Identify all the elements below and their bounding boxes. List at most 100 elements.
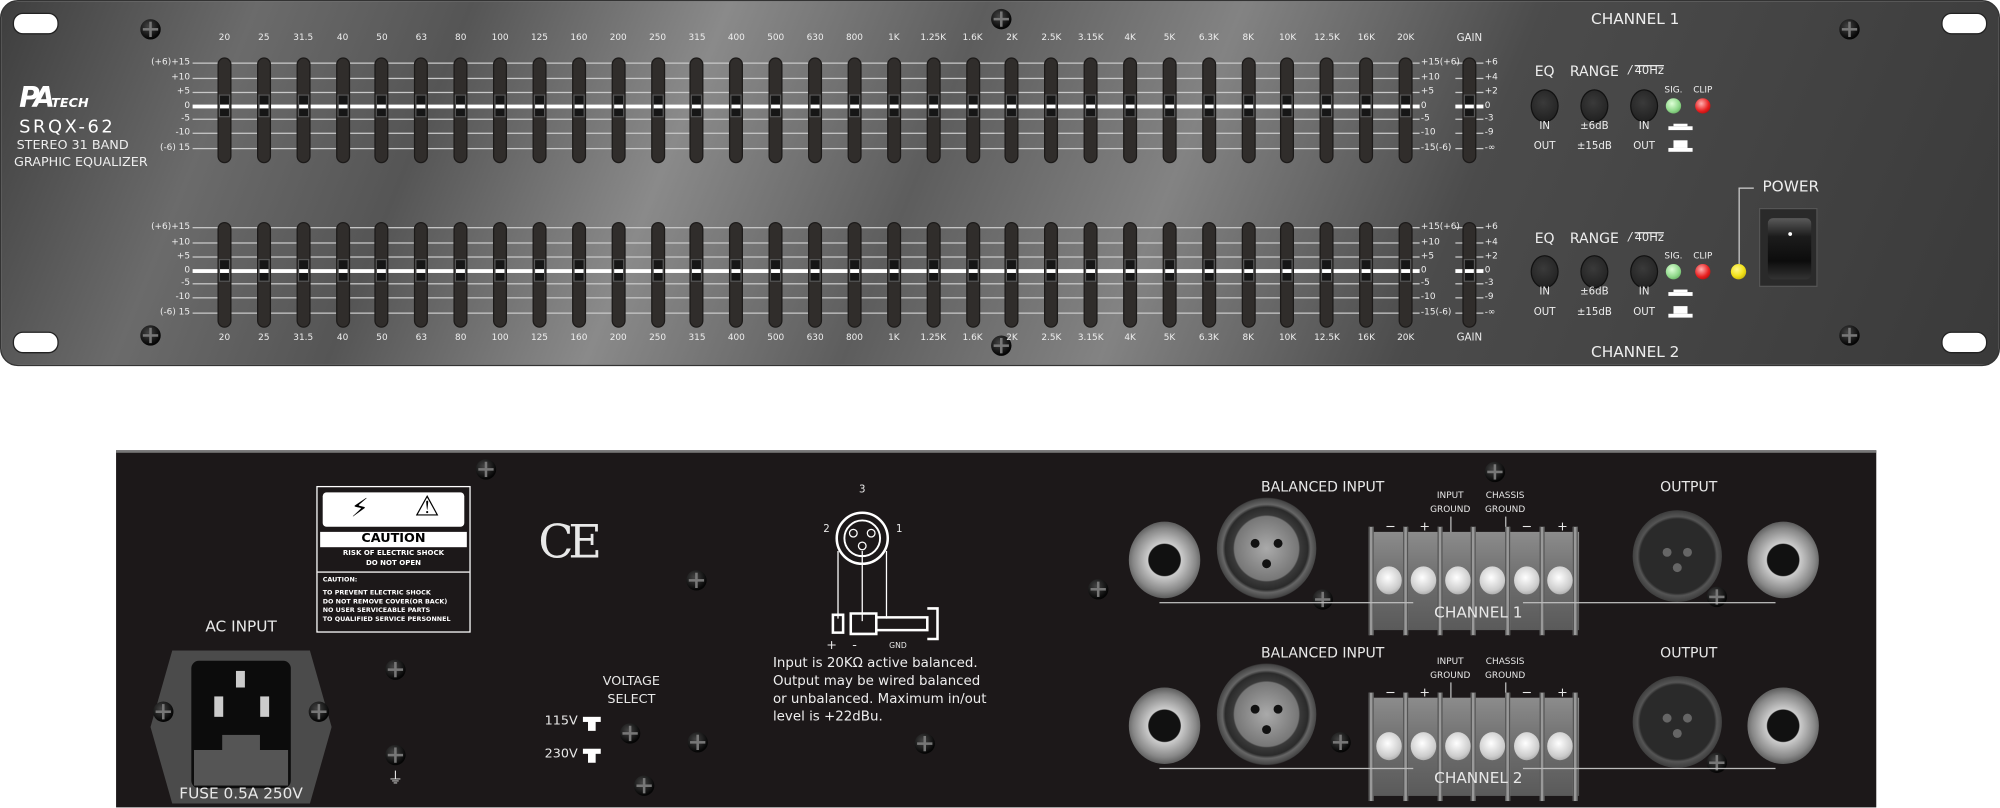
terminal-screw[interactable] [1376,566,1402,595]
fader-knob-16K[interactable] [1360,258,1373,282]
fader-knob-100[interactable] [494,94,506,118]
eq-in-out-button[interactable] [1530,89,1559,123]
fader-knob-16K[interactable] [1360,94,1373,118]
xlr-output-socket[interactable] [1632,510,1722,603]
fader-knob-200[interactable] [612,258,624,282]
range-button[interactable] [1580,89,1609,123]
fader-knob-10K[interactable] [1281,258,1294,282]
gain-fader-knob[interactable] [1463,258,1476,282]
xlr-output-socket[interactable] [1632,676,1722,768]
terminal-screw[interactable] [1376,732,1402,761]
eq-in-out-button[interactable] [1530,255,1559,289]
fader-knob-6.3K[interactable] [1203,94,1215,118]
fader-knob-20[interactable] [218,258,231,282]
fader-knob-25[interactable] [258,258,270,282]
fader-knob-5K[interactable] [1163,94,1176,118]
terminal-screw[interactable] [1410,566,1437,595]
fader-knob-63[interactable] [415,94,428,118]
fader-knob-31.5[interactable] [297,258,309,282]
fader-knob-80[interactable] [454,258,467,282]
fader-knob-1K[interactable] [888,258,900,282]
fader-knob-630[interactable] [809,258,821,282]
fader-knob-125[interactable] [533,94,546,118]
fader-knob-50[interactable] [376,94,388,118]
gain-fader-knob[interactable] [1463,94,1476,118]
iec-socket[interactable] [191,660,291,789]
fader-knob-6.3K[interactable] [1203,258,1215,282]
fader-knob-20[interactable] [218,94,231,118]
fader-knob-250[interactable] [651,258,664,282]
fader-knob-160[interactable] [573,94,585,118]
terminal-screw[interactable] [1514,732,1540,761]
terminal-screw[interactable] [1410,732,1437,761]
fader-knob-10K[interactable] [1281,94,1294,118]
fader-knob-315[interactable] [691,94,703,118]
terminal-screw[interactable] [1445,732,1471,761]
fader-knob-5K[interactable] [1163,258,1176,282]
fader-knob-100[interactable] [494,258,506,282]
fader-knob-4K[interactable] [1124,94,1136,118]
fader-knob-125[interactable] [533,258,546,282]
terminal-screw[interactable] [1547,732,1573,761]
fader-knob-3.15K[interactable] [1084,258,1097,282]
fader-knob-20K[interactable] [1399,94,1412,118]
fader-knob-12.5K[interactable] [1321,94,1333,118]
range-button[interactable] [1580,255,1609,289]
fader-knob-400[interactable] [730,94,743,118]
fader-knob-3.15K[interactable] [1084,94,1097,118]
fader-knob-80[interactable] [454,94,467,118]
voltage-switch-115[interactable] [582,716,601,722]
fader-knob-1K[interactable] [888,94,900,118]
fader-knob-400[interactable] [730,258,743,282]
terminal-screw[interactable] [1514,566,1540,595]
highpass-40hz-button[interactable] [1630,255,1659,289]
xlr-input-socket[interactable] [1216,497,1317,600]
fader-knob-40[interactable] [336,258,349,282]
fader-knob-1.25K[interactable] [927,94,939,118]
fader-knob-8K[interactable] [1242,94,1254,118]
fader-knob-630[interactable] [809,94,821,118]
terminal-screw[interactable] [1445,566,1471,595]
fader-knob-800[interactable] [848,258,861,282]
voltage-switch-230[interactable] [582,748,601,754]
fader-knob-2K[interactable] [1006,258,1018,282]
fader-knob-63[interactable] [415,258,428,282]
power-rocker[interactable] [1767,218,1812,280]
fader-knob-250[interactable] [651,94,664,118]
fader-knob-20K[interactable] [1399,258,1412,282]
fader-knob-4K[interactable] [1124,258,1136,282]
fader-knob-315[interactable] [691,258,703,282]
output-jack-socket[interactable] [1747,687,1819,765]
fader-knob-1.25K[interactable] [927,258,939,282]
xlr-input-socket[interactable] [1216,663,1317,766]
input-jack-socket[interactable] [1128,687,1201,765]
fuse-drawer[interactable] [193,734,289,786]
terminal-strip[interactable] [1368,526,1580,636]
highpass-40hz-button[interactable] [1630,89,1659,123]
rear-panel: ⚡ ⚠ CAUTION RISK OF ELECTRIC SHOCK DO NO… [116,450,1877,808]
terminal-screw[interactable] [1479,566,1506,595]
power-switch[interactable] [1758,207,1818,287]
fader-knob-8K[interactable] [1242,258,1254,282]
fader-knob-12.5K[interactable] [1321,258,1333,282]
fader-knob-1.6K[interactable] [966,94,979,118]
terminal-screw[interactable] [1547,566,1573,595]
fader-knob-200[interactable] [612,94,624,118]
fader-knob-25[interactable] [258,94,270,118]
fader-knob-2K[interactable] [1006,94,1018,118]
fader-knob-2.5K[interactable] [1045,258,1058,282]
fader-knob-50[interactable] [376,258,388,282]
fader-knob-800[interactable] [848,94,861,118]
fader-knob-40[interactable] [336,94,349,118]
fader-knob-160[interactable] [573,258,585,282]
output-jack-socket[interactable] [1747,521,1819,599]
fader-knob-500[interactable] [769,258,782,282]
fader-knob-1.6K[interactable] [966,258,979,282]
fader-knob-2.5K[interactable] [1045,94,1058,118]
screw-icon [914,733,935,754]
fader-knob-500[interactable] [769,94,782,118]
input-jack-socket[interactable] [1128,521,1201,599]
terminal-strip[interactable] [1368,692,1580,802]
terminal-screw[interactable] [1479,732,1506,761]
fader-knob-31.5[interactable] [297,94,309,118]
